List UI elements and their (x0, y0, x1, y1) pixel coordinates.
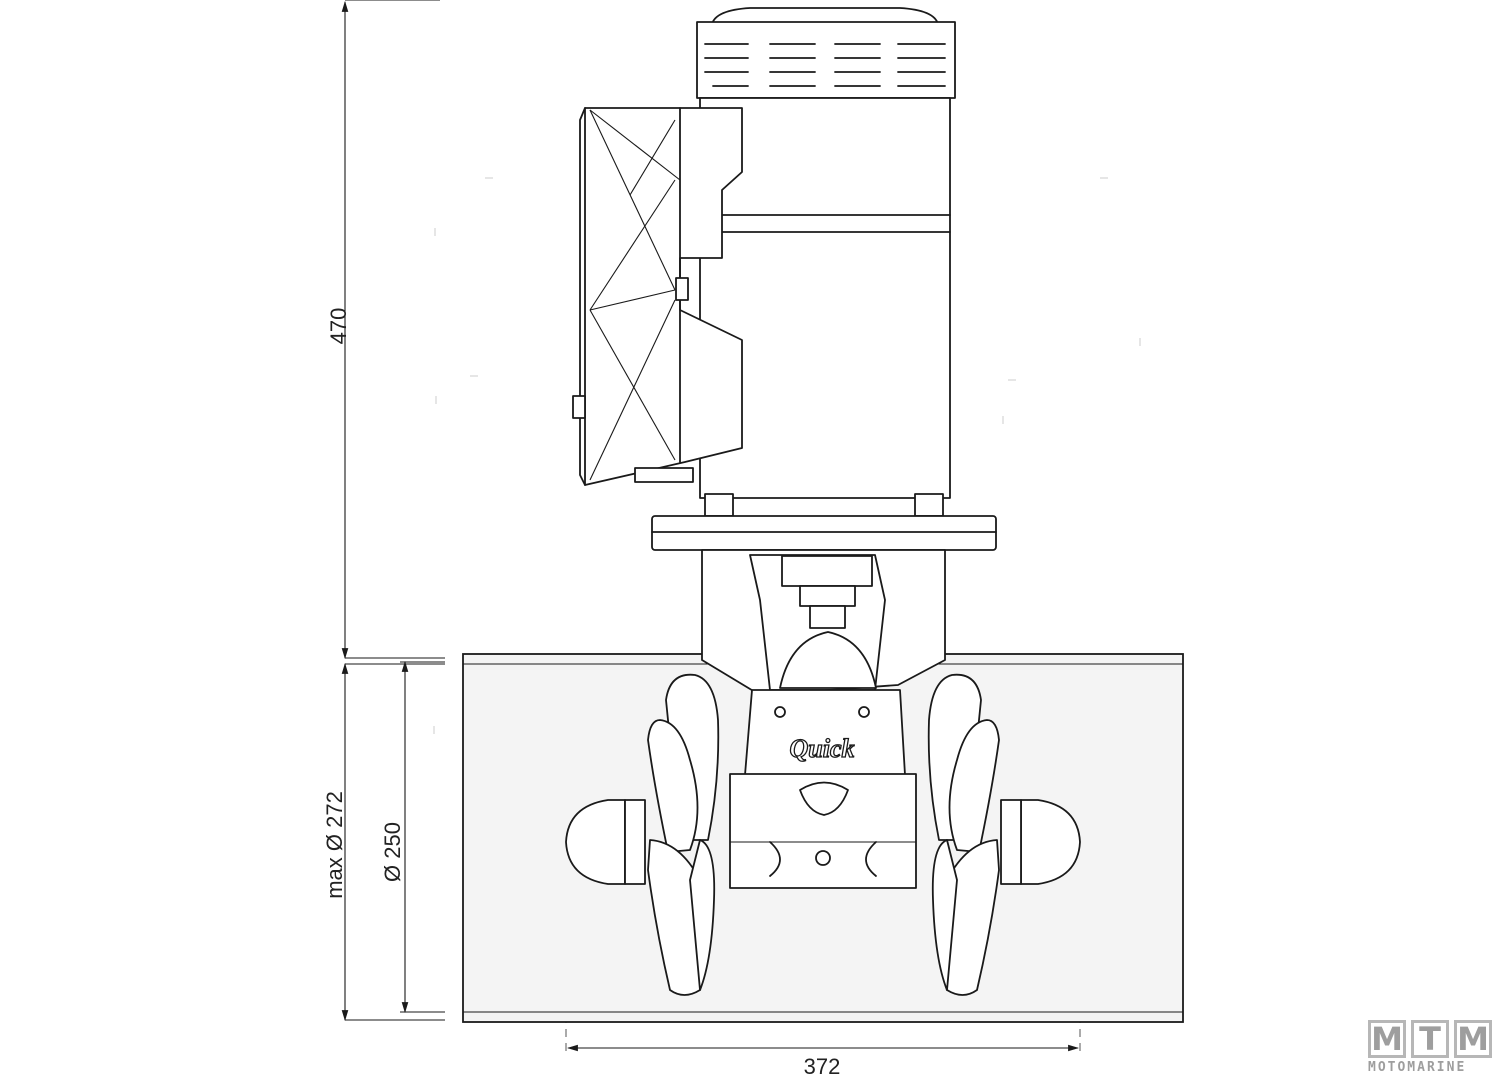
quick-logo: Quick (790, 734, 855, 763)
cooling-vents (704, 43, 946, 87)
right-propeller (927, 673, 1000, 996)
dimension-250-label: Ø 250 (380, 822, 405, 882)
dimension-470-label: 470 (326, 308, 351, 345)
motomarine-watermark: M T M MOTOMARINE (1368, 1020, 1496, 1078)
watermark-letter: M (1454, 1020, 1492, 1058)
dimension-max-272-label: max Ø 272 (322, 791, 347, 899)
box-facets (589, 109, 681, 481)
watermark-letters: M T M (1368, 1020, 1496, 1058)
watermark-text: MOTOMARINE (1368, 1060, 1467, 1075)
left-propeller (647, 673, 720, 996)
control-box (572, 107, 743, 486)
watermark-letter: T (1411, 1020, 1449, 1058)
dimension-372-label: 372 (804, 1054, 841, 1079)
propeller-hub (565, 773, 1081, 889)
dimension-max-272: max Ø 272 (322, 662, 445, 1022)
mounting-flange (651, 515, 997, 551)
gear-leg: Quick (701, 549, 946, 776)
dimension-250: Ø 250 (380, 660, 445, 1014)
dimension-470: 470 (326, 0, 445, 660)
electric-motor (696, 7, 956, 517)
watermark-letter: M (1368, 1020, 1406, 1058)
